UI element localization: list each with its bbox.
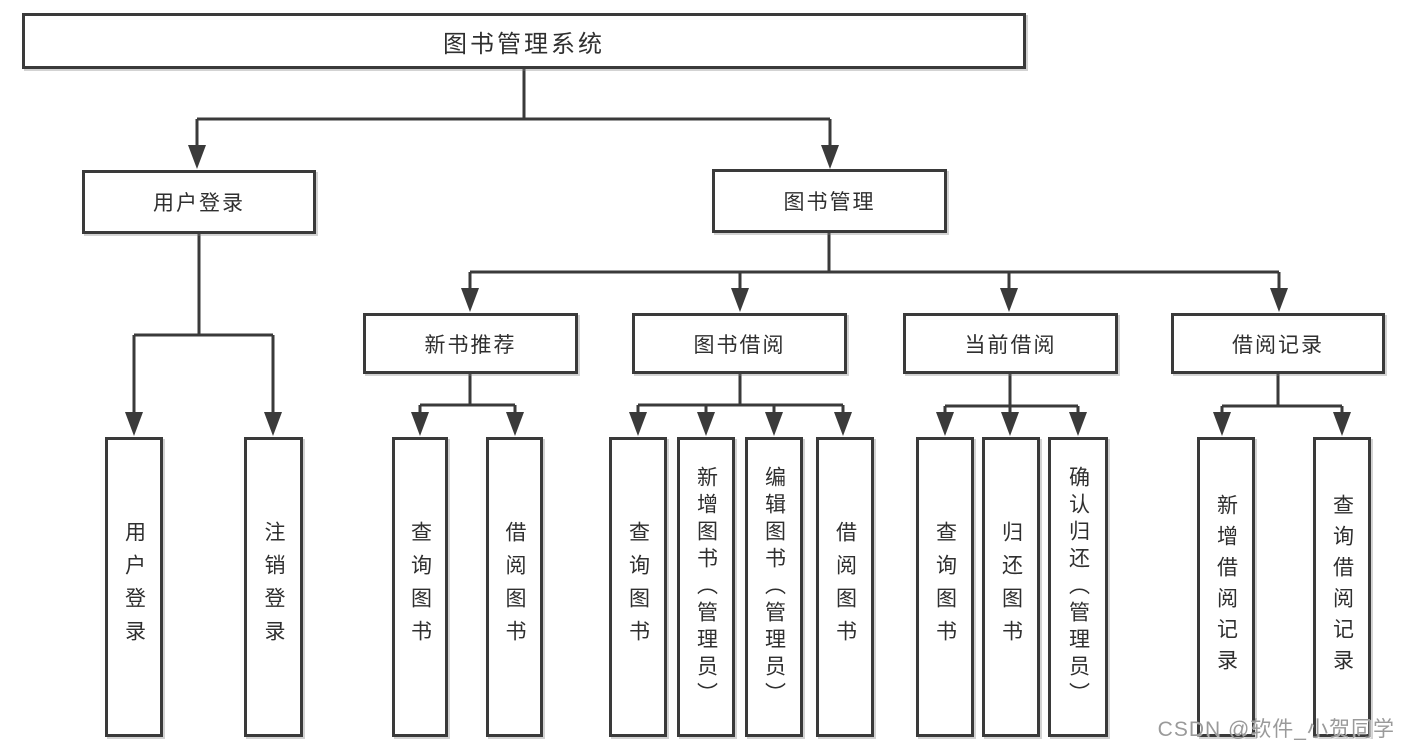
node-user-login: 用户登录 (82, 170, 316, 234)
node-confirm-return-admin: 确认归还（管理员） (1048, 437, 1108, 737)
arrowhead (188, 145, 206, 169)
node-user-login-leaf: 用户登录 (105, 437, 163, 737)
node-return-books: 归还图书 (982, 437, 1040, 737)
node-book-management: 图书管理 (712, 169, 947, 233)
node-label: 借阅图书 (503, 521, 526, 653)
node-label: 借阅图书 (833, 521, 857, 653)
node-label: 查询图书 (933, 521, 957, 653)
node-query-books-borrowing: 查询图书 (609, 437, 667, 737)
node-label: 查询图书 (626, 521, 650, 653)
node-library-system: 图书管理系统 (22, 13, 1026, 69)
node-label: 确认归还（管理员） (1066, 465, 1090, 709)
node-label: 新增借阅记录 (1214, 494, 1238, 680)
node-new-book-recommend: 新书推荐 (363, 313, 578, 374)
node-label: 新增图书（管理员） (694, 465, 718, 709)
arrowhead (821, 145, 839, 169)
node-label: 归还图书 (999, 521, 1023, 653)
node-label: 用户登录 (122, 521, 146, 653)
node-logout-leaf: 注销登录 (244, 437, 303, 737)
node-query-borrow-record: 查询借阅记录 (1313, 437, 1371, 737)
node-current-borrowing: 当前借阅 (903, 313, 1118, 374)
node-label: 注销登录 (262, 521, 285, 653)
node-borrow-books-recommend: 借阅图书 (486, 437, 543, 737)
node-edit-book-admin: 编辑图书（管理员） (745, 437, 803, 737)
node-add-borrow-record: 新增借阅记录 (1197, 437, 1255, 737)
node-query-books-recommend: 查询图书 (392, 437, 448, 737)
node-borrow-books-leaf: 借阅图书 (816, 437, 874, 737)
node-label: 查询图书 (408, 521, 432, 653)
node-book-borrowing: 图书借阅 (632, 313, 847, 374)
node-borrowing-records: 借阅记录 (1171, 313, 1385, 374)
csdn-watermark: CSDN @软件_小贺同学 (1157, 718, 1395, 741)
node-query-books-current: 查询图书 (916, 437, 974, 737)
node-add-book-admin: 新增图书（管理员） (677, 437, 735, 737)
node-label: 查询借阅记录 (1330, 494, 1354, 680)
node-label: 编辑图书（管理员） (762, 465, 786, 709)
